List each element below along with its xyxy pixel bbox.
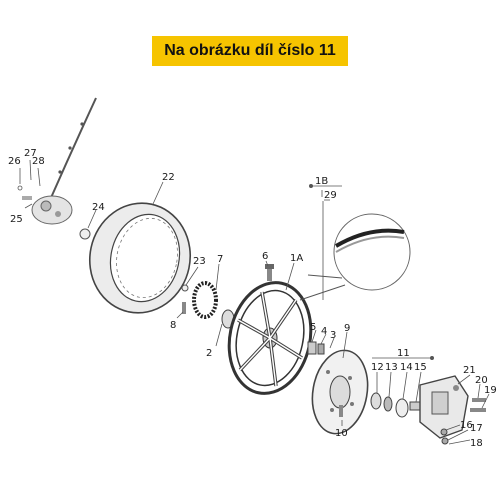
label-18: 18 (470, 438, 483, 449)
label-16: 16 (460, 420, 473, 431)
label-26: 26 (8, 156, 21, 167)
axle-spacers (307, 341, 325, 355)
banner-text: Na obrázku díl číslo 11 (164, 42, 336, 59)
label-1A: 1A (290, 253, 303, 264)
label-4: 4 (321, 326, 327, 337)
label-21: 21 (463, 365, 476, 376)
screw-8 (182, 302, 186, 314)
brake-disc (311, 349, 369, 435)
label-20: 20 (475, 375, 488, 386)
label-9: 9 (344, 323, 350, 334)
label-27: 27 (24, 148, 37, 159)
brake-caliper (419, 375, 469, 439)
label-11: 11 (397, 348, 410, 359)
label-15: 15 (414, 362, 427, 373)
label-23: 23 (193, 256, 206, 267)
washer-23 (181, 284, 189, 292)
label-22: 22 (162, 172, 175, 183)
label-1B: 1B (315, 176, 328, 187)
speedometer-cable (49, 97, 97, 201)
disc-screw (339, 405, 343, 417)
part-number-banner: Na obrázku díl číslo 11 (152, 36, 348, 66)
screw-6 (265, 264, 274, 281)
bearings (370, 392, 423, 418)
reluctor-ring (192, 281, 218, 319)
label-28: 28 (32, 156, 45, 167)
leader-lines (17, 159, 490, 445)
drive-spacer (79, 228, 91, 240)
label-17: 17 (470, 423, 483, 434)
speedometer-drive (22, 195, 73, 225)
label-13: 13 (385, 362, 398, 373)
label-5: 5 (310, 322, 316, 333)
label-14: 14 (400, 362, 413, 373)
label-2: 2 (206, 348, 212, 359)
tyre (88, 202, 192, 314)
label-24: 24 (92, 202, 105, 213)
wheel-rim (227, 281, 313, 395)
label-12: 12 (371, 362, 384, 373)
label-7: 7 (217, 254, 223, 265)
label-29: 29 (324, 190, 337, 201)
caliper-bolts (440, 398, 486, 445)
label-19: 19 (484, 385, 497, 396)
label-3: 3 (330, 330, 336, 341)
label-8: 8 (170, 320, 176, 331)
seal-detail-zoom (299, 213, 411, 301)
label-6: 6 (262, 251, 268, 262)
label-25: 25 (10, 214, 23, 225)
label-10: 10 (335, 428, 348, 439)
